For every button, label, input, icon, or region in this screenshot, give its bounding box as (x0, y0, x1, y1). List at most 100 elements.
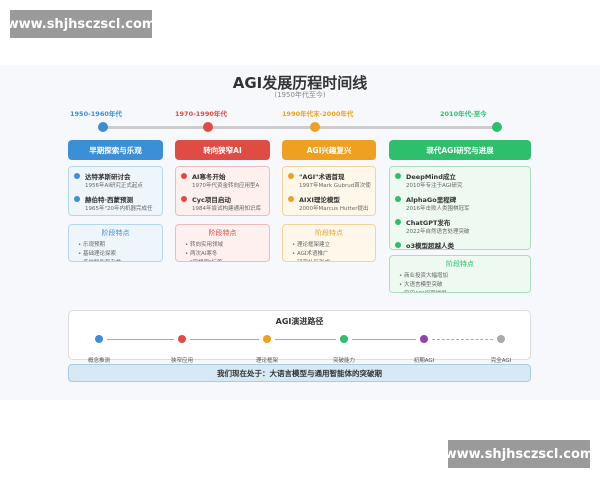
feature-text: 基础理论探索 (83, 251, 117, 257)
event-desc: 2022年自然语言处理突破 (406, 229, 470, 235)
node-dot-icon (340, 335, 348, 343)
event-desc: 2010年专注于AGI研究 (406, 183, 463, 189)
feature-text: 理论框架建立 (297, 242, 331, 248)
timeline-dot (310, 122, 320, 132)
event-desc: 2000年Marcus Hutter提出 (299, 206, 369, 212)
features-title: 阶段特点 (208, 229, 237, 237)
event-title: 达特茅斯研讨会 (85, 173, 131, 181)
path-node: 突破能力 (314, 335, 374, 366)
era-label: 1950-1960年代 (70, 110, 122, 118)
node-label: 突破能力 (332, 358, 355, 364)
feature-text: 大语言模型突破 (404, 282, 443, 288)
feature-item: • 低估智能复杂性 (78, 259, 157, 261)
node-label: 理论框架 (255, 358, 278, 364)
node-label: 狭窄应用 (170, 358, 193, 364)
era-label: 1970-1990年代 (175, 110, 227, 118)
feature-text: 商业投资大幅增加 (404, 273, 449, 279)
event-desc: 1970年代资金转向应用型A (192, 183, 260, 189)
infographic: AGI发展历程时间线 (1950年代至今) 1950-1960年代早期探索与乐观… (0, 65, 600, 400)
bullet-icon (395, 173, 401, 179)
path-node: 概念推测 (69, 335, 129, 366)
node-dot-icon (420, 335, 428, 343)
bullet-icon (395, 196, 401, 202)
event-desc: 1956年AI研究正式起点 (85, 183, 143, 189)
stage-header: 现代AGI研究与进展 (389, 140, 531, 160)
event-title: AIXI理论模型 (299, 196, 340, 204)
features-box: 阶段特点 • 理论框架建立 • AGI术语推广 • 研究社区形成 (282, 224, 376, 262)
subtitle: (1950年代至今) (274, 91, 326, 99)
bullet-icon (288, 173, 294, 179)
features-box: 阶段特点• 转向实用领域• 两次AI寒冬• "空想家"标签 (175, 224, 270, 262)
feature-item: • 乐观预期 (78, 242, 106, 248)
feature-text: 转向实用领域 (190, 242, 224, 248)
stage-header: 转向狭窄AI (175, 140, 270, 160)
path-node: 完全AGI (471, 335, 531, 366)
path-node: 理论框架 (237, 335, 297, 366)
path-arrow (190, 339, 259, 340)
timeline-line (103, 126, 498, 129)
event-item: "AGI"术语首现 1997年Mark Gubrud首次使 (288, 171, 371, 189)
event-item: AIXI理论模型 2000年Marcus Hutter提出 (288, 194, 370, 212)
event-item: ChatGPT发布 2022年自然语言处理突破 (395, 217, 525, 235)
feature-text: 实用AGI初现端倪 (404, 291, 447, 292)
bullet-icon (74, 196, 80, 202)
event-title: "AGI"术语首现 (299, 173, 345, 181)
feature-text: "空想家"标签 (190, 260, 223, 261)
current-stage-banner: 我们现在处于：大语言模型与通用智能体的突破期 (68, 364, 531, 382)
events-box: DeepMind成立 2010年专注于AGI研究 AlphaGo里程碑 2016年击败… (389, 166, 531, 250)
event-title: AlphaGo里程碑 (406, 196, 457, 204)
bullet-icon (74, 173, 80, 179)
event-desc: 2016年击败人类围棋冠军 (406, 206, 470, 212)
feature-item: • 商业投资大幅增加 (399, 273, 449, 279)
path-node: 初期AGI (394, 335, 454, 366)
features-title: 阶段特点 (315, 229, 343, 237)
event-title: Cyc项目启动 (192, 196, 231, 204)
evolution-path: AGI演进路径 概念推测狭窄应用 理论框架 突破能力 初期AGI 完全AGI (68, 310, 531, 364)
path-arrow (107, 339, 174, 340)
event-item: DeepMind成立 2010年专注于AGI研究 (395, 171, 525, 189)
timeline-dot (203, 122, 213, 132)
features-box: 阶段特点• 乐观预期• 基础理论探索• 低估智能复杂性 (68, 224, 163, 262)
node-dot-icon (263, 335, 271, 343)
bullet-icon (288, 196, 294, 202)
path-arrow (352, 339, 416, 340)
path-node: 狭窄应用 (152, 335, 212, 366)
event-title: AI寒冬开始 (192, 173, 226, 181)
event-item: 达特茅斯研讨会 1956年AI研究正式起点 (74, 171, 157, 189)
bullet-icon (395, 219, 401, 225)
event-title: DeepMind成立 (406, 173, 456, 181)
feature-item: • 两次AI寒冬 (185, 251, 218, 257)
feature-item: • 大语言模型突破 (399, 282, 443, 288)
path-arrow (432, 339, 493, 340)
feature-text: 两次AI寒冬 (190, 251, 218, 257)
feature-item: • 实用AGI初现端倪 (399, 290, 525, 292)
event-item: AI寒冬开始 1970年代资金转向应用型A (181, 171, 264, 189)
node-label: 初期AGI (413, 358, 435, 364)
timeline-dot (492, 122, 502, 132)
event-desc: 1965年"20年内机器完成任 (85, 206, 153, 212)
events-box: "AGI"术语首现 1997年Mark Gubrud首次使 AIXI理论模型 2000… (282, 166, 376, 216)
era-label: 1990年代末-2000年代 (282, 110, 354, 118)
path-title: AGI演进路径 (275, 317, 324, 326)
event-desc: 1997年Mark Gubrud首次使 (299, 183, 371, 189)
node-dot-icon (178, 335, 186, 343)
bullet-icon (181, 173, 187, 179)
feature-item: • 研究社区形成 (292, 259, 370, 261)
feature-text: 乐观预期 (83, 242, 106, 248)
feature-item: • AGI术语推广 (292, 251, 329, 257)
watermark: www.shjhsczscl.com (445, 440, 593, 468)
page-title: AGI发展历程时间线 (232, 74, 368, 92)
feature-text: AGI术语推广 (297, 251, 329, 257)
node-label: 完全AGI (490, 358, 512, 364)
event-title: ChatGPT发布 (406, 219, 451, 227)
feature-item: • 基础理论探索 (78, 251, 117, 257)
event-item: o3模型超越人类2024年ARC-AGI测试87.5% (395, 240, 525, 249)
path-arrow (275, 339, 336, 340)
feature-item: • 理论框架建立 (292, 242, 331, 248)
features-box: 阶段特点• 商业投资大幅增加• 大语言模型突破• 实用AGI初现端倪 (389, 255, 531, 293)
feature-text: 低估智能复杂性 (83, 260, 122, 261)
